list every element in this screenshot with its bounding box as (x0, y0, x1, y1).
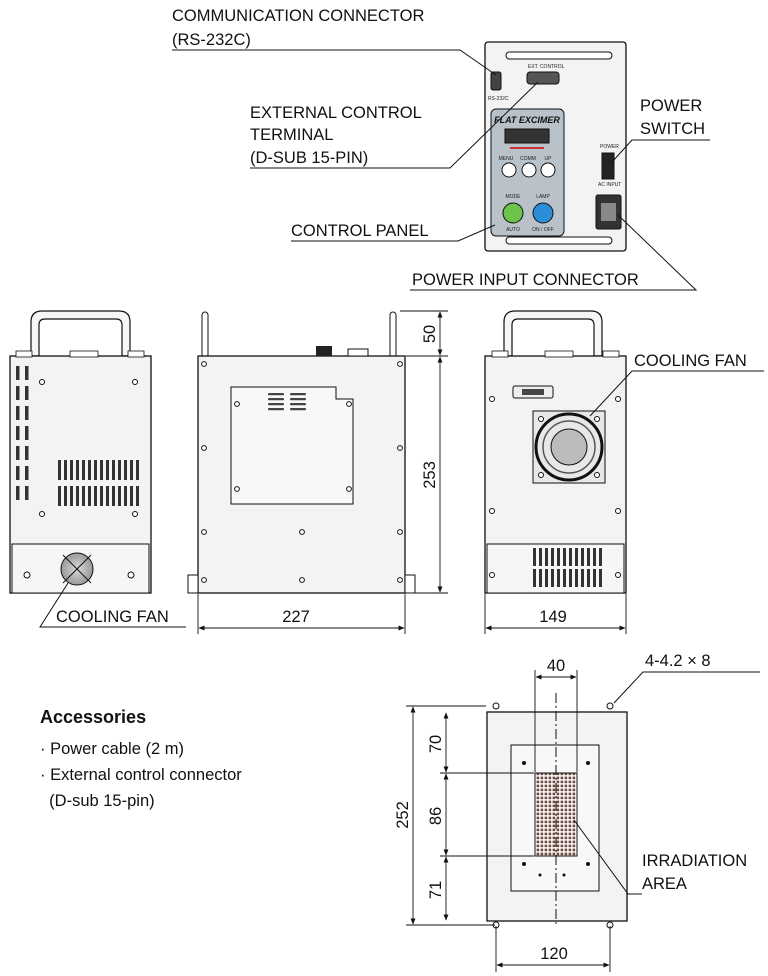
center-side-view (187, 311, 416, 594)
display-window (504, 128, 550, 144)
ext-control-label: EXT. CONTROL (528, 64, 565, 70)
left-callout: COOLING FAN (39, 582, 186, 628)
dim-inner-width: 40 (547, 657, 565, 675)
back-view (484, 310, 627, 594)
ext-control-callout-3: (D-SUB 15-PIN) (250, 149, 368, 167)
onoff-label: ON / OFF (532, 227, 554, 233)
holes-callout: 4-4.2 × 8 (645, 652, 711, 670)
dim-body-height: 253 (421, 461, 439, 489)
dim-window: 86 (427, 807, 445, 825)
power-switch-callout-2: SWITCH (640, 120, 705, 138)
dim-side-width: 227 (282, 608, 310, 626)
menu-button (501, 162, 517, 178)
cooling-fan-left-callout: COOLING FAN (56, 608, 169, 626)
brand-logo: FLAT EXCIMER (494, 115, 560, 125)
accessory-item: (D-sub 15-pin) (40, 792, 155, 810)
power-switch-callout: POWER (640, 97, 702, 115)
power-input-callout: POWER INPUT CONNECTOR (412, 271, 639, 289)
mode-label: MODE (506, 194, 522, 200)
bottom-callouts: 4-4.2 × 8 IRRADIATION AREA (573, 652, 760, 895)
accessories-title: Accessories (40, 707, 147, 727)
menu-label: MENU (499, 156, 514, 162)
up-button (540, 162, 556, 178)
auto-label: AUTO (506, 227, 520, 233)
dsub-connector (526, 71, 560, 85)
back-callout: COOLING FAN (589, 352, 764, 417)
dim-top-offset: 70 (427, 735, 445, 753)
ext-control-callout: EXTERNAL CONTROL (250, 104, 422, 122)
dim-bottom-total: 252 (394, 801, 412, 829)
dim-back-width: 149 (539, 608, 567, 626)
mode-button (502, 202, 524, 224)
accessory-item: · External control connector (40, 766, 242, 784)
lamp-button (532, 202, 554, 224)
irradiation-callout: IRRADIATION (642, 852, 747, 870)
irradiation-callout-2: AREA (642, 875, 687, 893)
comm-connector-label: COMMUNICATION CONNECTOR (172, 7, 424, 25)
dim-bottom-offset: 71 (427, 881, 445, 899)
front-view: RS-232C EXT. CONTROL FLAT EXCIMER MENU C… (484, 41, 627, 252)
control-panel-callout: CONTROL PANEL (291, 222, 429, 240)
left-side-vents (16, 366, 139, 517)
cooling-fan-back-callout: COOLING FAN (634, 352, 747, 370)
accessory-item: · Power cable (2 m) (40, 740, 184, 758)
power-label: POWER (600, 144, 619, 150)
left-side-view (9, 310, 152, 594)
dim-handle-height: 50 (421, 325, 439, 343)
ac-input-label: AC INPUT (598, 182, 621, 188)
bottom-view (486, 693, 628, 929)
dimension-lines (197, 310, 627, 972)
ext-control-callout-2: TERMINAL (250, 126, 333, 144)
power-switch (601, 152, 615, 180)
up-label: UP (545, 156, 553, 162)
accessories-section: Accessories · Power cable (2 m) · Extern… (40, 707, 242, 814)
comm-button (521, 162, 537, 178)
rs232-connector (490, 71, 502, 91)
dim-bottom-width: 120 (540, 945, 568, 963)
comm-connector-sublabel: (RS-232C) (172, 31, 251, 49)
rs232-label: RS-232C (488, 96, 509, 102)
lamp-label: LAMP (536, 194, 550, 200)
comm-label: COMM (520, 156, 536, 162)
dimension-values: 50 253 227 149 40 252 70 86 71 120 (282, 325, 568, 963)
front-callouts: COMMUNICATION CONNECTOR (RS-232C) EXTERN… (172, 7, 710, 291)
center-screws (201, 361, 403, 583)
back-vents (489, 396, 621, 587)
